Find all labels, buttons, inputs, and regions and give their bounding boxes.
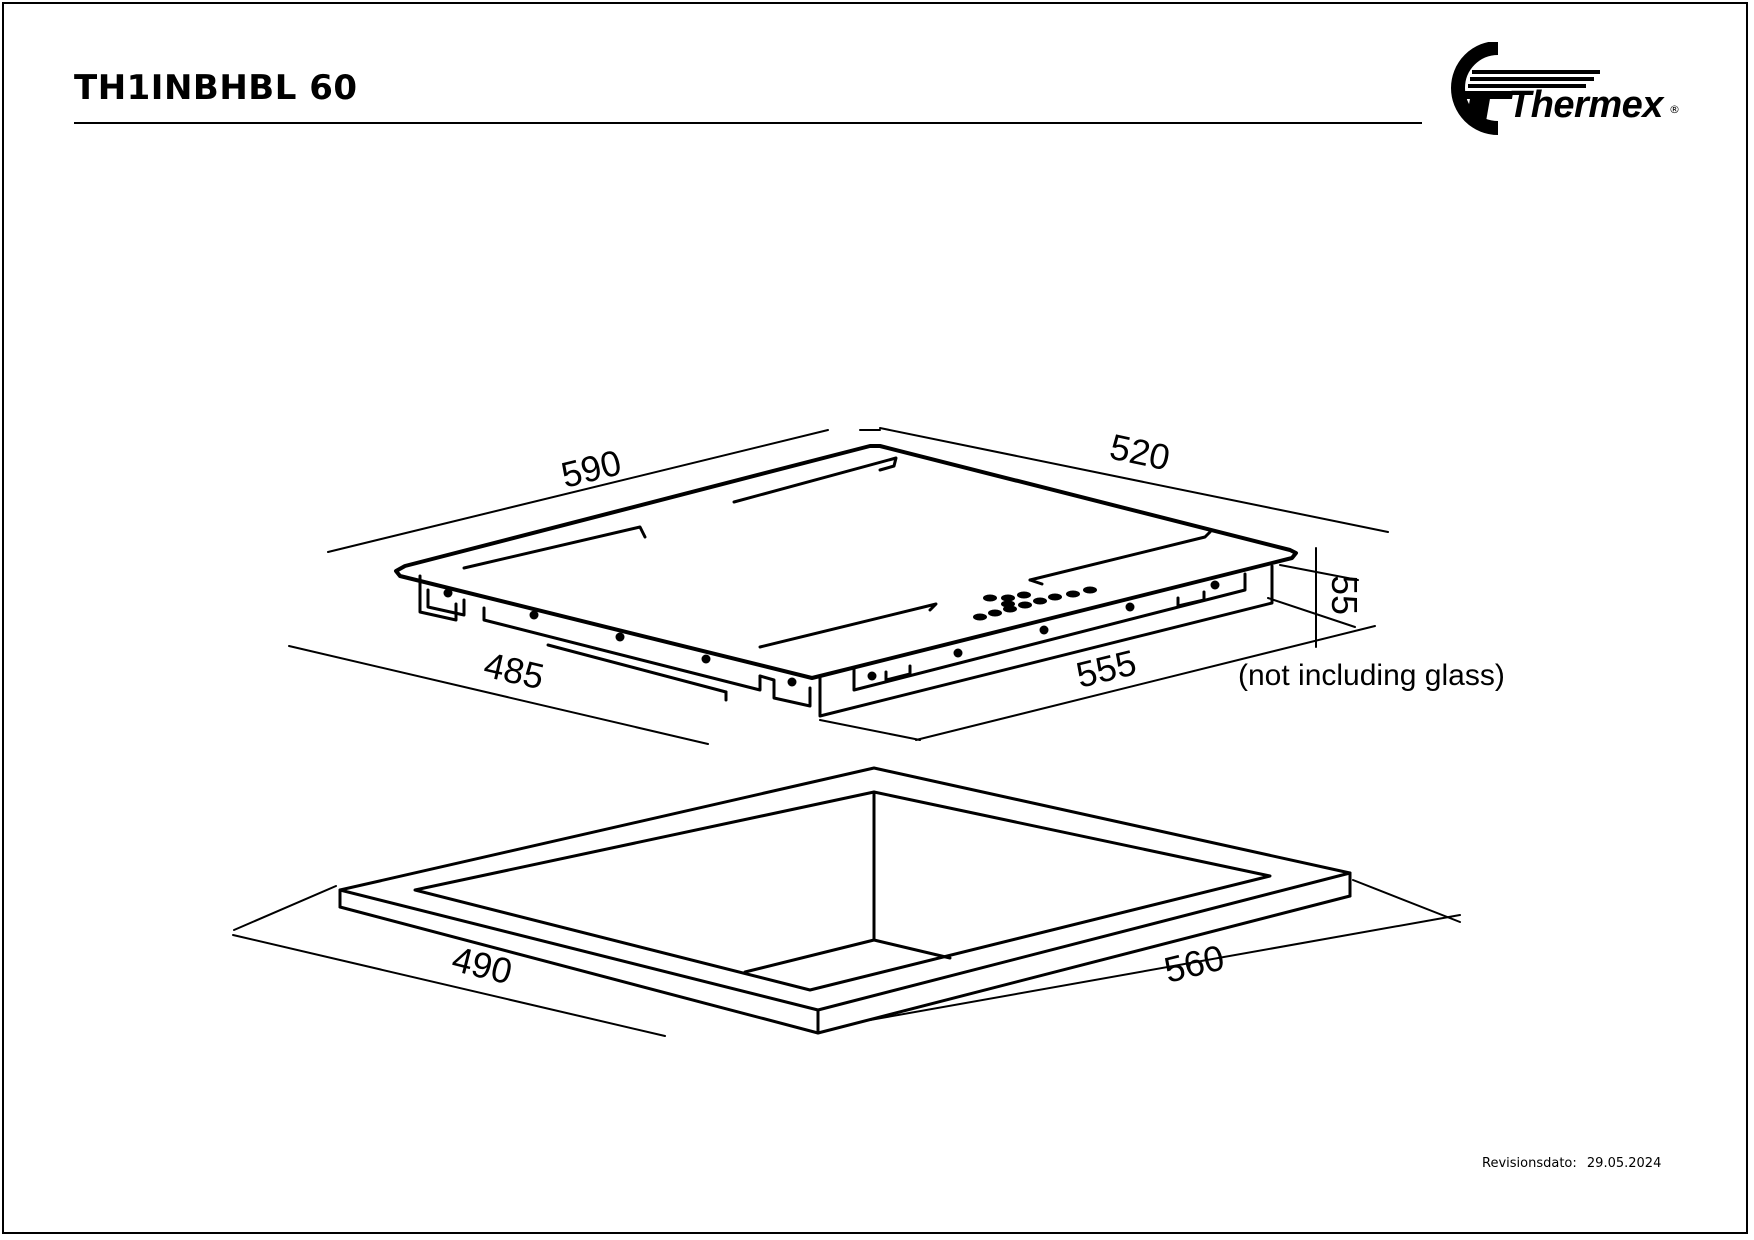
worktop-cutout: [338, 766, 1352, 1035]
height-note: (not including glass): [1238, 659, 1505, 692]
cooking-zone-markings: [462, 456, 1212, 649]
product-title: TH1INBHBL 60: [74, 68, 358, 108]
revision-value: 29.05.2024: [1586, 1156, 1662, 1171]
dim-520: 520: [1106, 426, 1173, 479]
dim-485: 485: [480, 644, 548, 697]
title-underline: [74, 122, 1422, 124]
registered-mark: ®: [1669, 103, 1680, 116]
body-screws: [443, 580, 1220, 687]
brand-name: Thermex: [1508, 84, 1663, 126]
revision-date: Revisionsdato: 29.05.2024: [1482, 1156, 1667, 1171]
hob-glass-top: [394, 444, 1298, 680]
dim-590: 590: [557, 441, 625, 495]
dim-55: 55: [1324, 575, 1365, 615]
dim-490: 490: [448, 938, 516, 992]
touch-controls: [973, 586, 1097, 621]
revision-label: Revisionsdato:: [1482, 1156, 1577, 1171]
thermex-logo: [1451, 42, 1600, 135]
dimension-lines: [232, 427, 1461, 1037]
hob-body: [418, 564, 1274, 718]
dimension-labels: 590 520 55 555 485 (not including glass)…: [448, 426, 1505, 993]
dim-560: 560: [1160, 936, 1228, 990]
